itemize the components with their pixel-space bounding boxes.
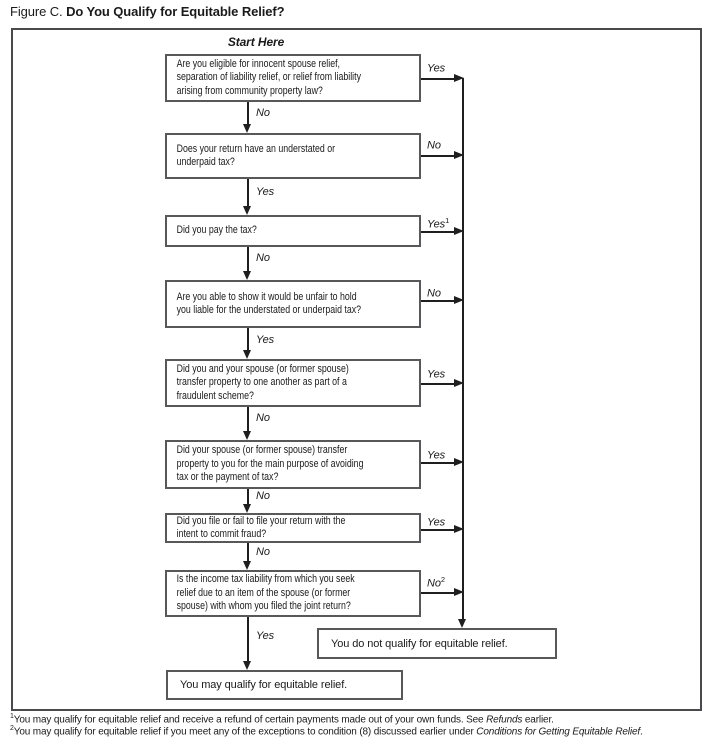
question-text-7: Did you file or fail to file your return… — [176, 514, 346, 541]
question-text-4: Are you able to show it would be unfair … — [176, 290, 362, 317]
question-box-2: Does your return have an understated or … — [165, 133, 421, 179]
arrow-right-icon — [454, 588, 464, 596]
arrow-down-icon — [243, 431, 251, 440]
footnote-1: 1You may qualify for equitable relief an… — [10, 713, 554, 726]
q1-down-line — [247, 102, 249, 124]
question-text-8: Is the income tax liability from which y… — [176, 573, 355, 613]
question-text-2: Does your return have an understated or … — [176, 142, 336, 169]
question-box-4: Are you able to show it would be unfair … — [165, 280, 421, 328]
arrow-down-icon — [243, 561, 251, 570]
q2-side-label: No — [427, 139, 441, 152]
question-box-1: Are you eligible for innocent spouse rel… — [165, 54, 421, 102]
arrow-down-icon — [243, 271, 251, 280]
arrow-right-icon — [454, 151, 464, 159]
question-box-6: Did your spouse (or former spouse) trans… — [165, 440, 421, 489]
q8-side-label: No2 — [427, 575, 445, 590]
arrow-down-icon — [458, 619, 466, 628]
arrow-down-icon — [243, 661, 251, 670]
footnote-2: 2You may qualify for equitable relief if… — [10, 725, 643, 738]
q7-down-line — [247, 543, 249, 561]
q8-no-line — [421, 592, 455, 594]
figure-title: Figure C. Do You Qualify for Equitable R… — [10, 4, 285, 19]
result-text-not-qualify: You do not qualify for equitable relief. — [331, 637, 508, 650]
start-here-label: Start Here — [227, 35, 285, 49]
q5-down-line — [247, 407, 249, 431]
arrow-right-icon — [454, 379, 464, 387]
q5-side-label: Yes — [427, 368, 446, 381]
q3-yes-line — [421, 231, 455, 233]
question-box-8: Is the income tax liability from which y… — [165, 570, 421, 617]
question-box-3: Did you pay the tax? — [165, 215, 421, 247]
question-text-3: Did you pay the tax? — [176, 224, 257, 237]
result-text-may-qualify: You may qualify for equitable relief. — [180, 679, 348, 691]
q7-down-label: No — [256, 546, 270, 558]
arrow-right-icon — [454, 525, 464, 533]
q1-down-label: No — [256, 107, 270, 119]
arrow-down-icon — [243, 350, 251, 359]
arrow-down-icon — [243, 124, 251, 133]
q1-yes-line — [421, 78, 455, 80]
q5-down-label: No — [256, 412, 270, 424]
q8-down-line — [247, 617, 249, 661]
arrow-right-icon — [454, 74, 464, 82]
q4-down-line — [247, 328, 249, 350]
q6-side-label: Yes — [427, 449, 446, 462]
q5-yes-line — [421, 383, 455, 385]
q3-down-line — [247, 247, 249, 271]
q6-yes-line — [421, 462, 455, 464]
result-box-not-qualify: You do not qualify for equitable relief. — [317, 628, 557, 659]
result-box-may-qualify: You may qualify for equitable relief. — [166, 670, 403, 700]
arrow-down-icon — [243, 206, 251, 215]
q4-no-line — [421, 300, 455, 302]
q2-down-line — [247, 179, 249, 206]
q6-down-line — [247, 489, 249, 504]
figure-title-main: Do You Qualify for Equitable Relief? — [66, 4, 285, 19]
arrow-down-icon — [243, 504, 251, 513]
q3-side-label: Yes1 — [427, 216, 450, 231]
q8-down-label: Yes — [256, 630, 275, 642]
q4-side-label: No — [427, 287, 441, 300]
q1-side-label: Yes — [427, 62, 446, 75]
q7-yes-line — [421, 529, 455, 531]
question-text-5: Did you and your spouse (or former spous… — [176, 362, 349, 402]
figure-title-prefix: Figure C. — [10, 4, 63, 19]
collector-line — [462, 78, 464, 619]
q2-no-line — [421, 155, 455, 157]
question-text-6: Did your spouse (or former spouse) trans… — [176, 444, 364, 484]
q3-down-label: No — [256, 252, 270, 264]
q4-down-label: Yes — [256, 334, 275, 346]
question-text-1: Are you eligible for innocent spouse rel… — [176, 57, 361, 97]
q2-down-label: Yes — [256, 186, 275, 198]
q6-down-label: No — [256, 490, 270, 502]
arrow-right-icon — [454, 296, 464, 304]
arrow-right-icon — [454, 227, 464, 235]
arrow-right-icon — [454, 458, 464, 466]
q7-side-label: Yes — [427, 516, 446, 529]
question-box-7: Did you file or fail to file your return… — [165, 513, 421, 543]
question-box-5: Did you and your spouse (or former spous… — [165, 359, 421, 407]
